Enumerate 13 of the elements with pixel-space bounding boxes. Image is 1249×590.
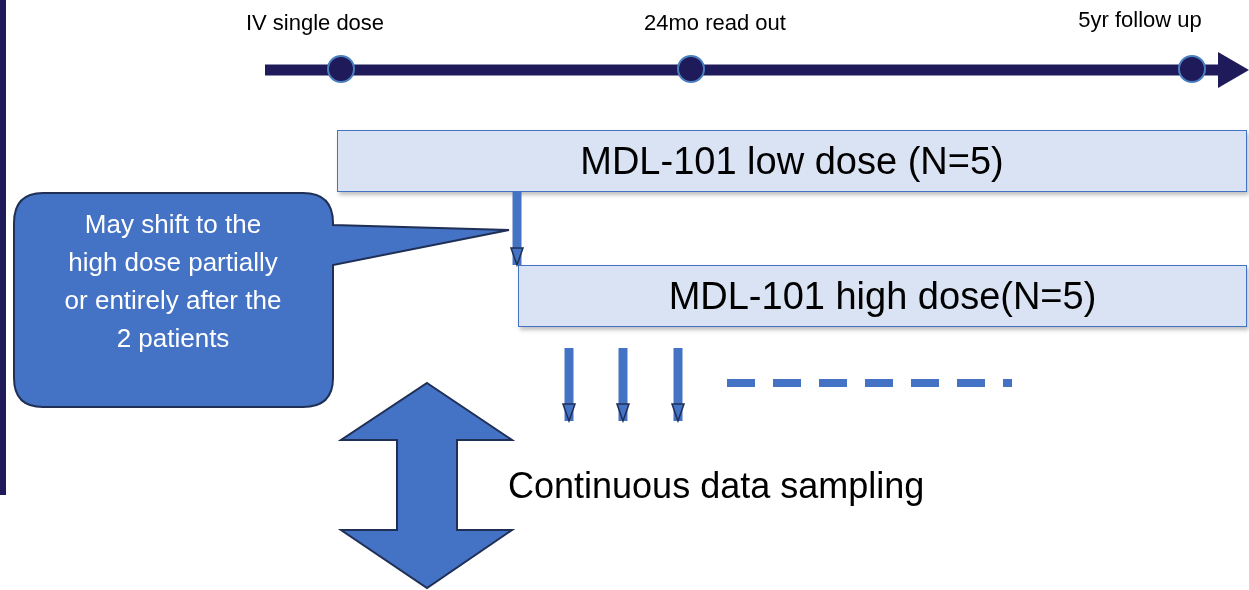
dose-box [518,265,1247,327]
box-label: MDL-101 high dose(N=5) [668,274,1097,318]
box-label: MDL-101 low dose (N=5) [580,139,1004,183]
timeline-label: 24mo read out [644,10,786,36]
dose-box [337,130,1247,192]
arrow [671,348,685,422]
caption-text: Continuous data sampling [508,465,925,507]
arrow [616,348,630,422]
timeline-label: 5yr follow up [1078,7,1202,33]
arrow [562,348,576,422]
timeline-label: IV single dose [245,10,385,36]
arrow [510,192,524,266]
callout-text: May shift to the high dose partially or entirely after the 2 patients [63,208,283,355]
